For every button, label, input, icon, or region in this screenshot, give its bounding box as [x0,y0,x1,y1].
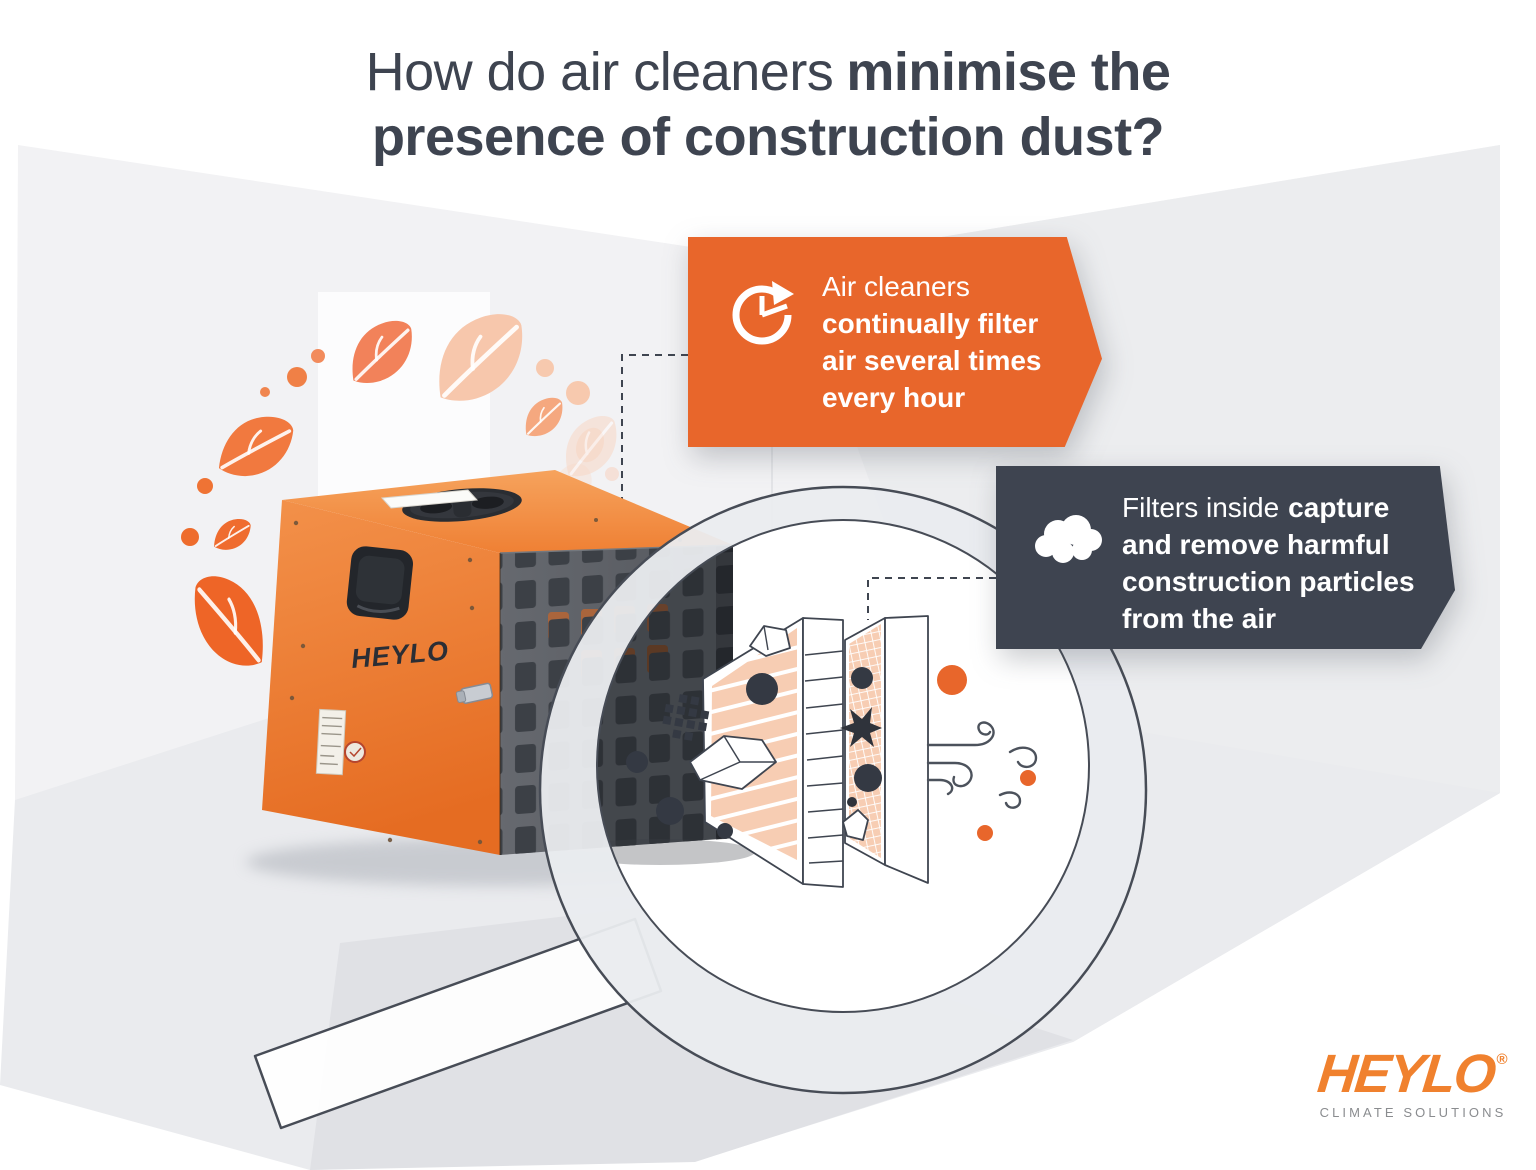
callout-filter-capture: Filters inside capture and remove harmful… [996,466,1455,649]
filter-pleat-lines [804,650,844,864]
callout-line: continually filter [822,308,1039,339]
callout-filter-frequency: Air cleaners continually filter air seve… [688,237,1102,447]
heylo-tagline: CLIMATE SOLUTIONS [1319,1105,1507,1120]
title-line-2: presence of construction dust? [371,107,1165,167]
machine-handle [346,546,413,620]
machine-screws [289,518,682,845]
title-bold: minimise the [846,42,1171,102]
callout-line-bold: capture [1288,492,1390,523]
magnifier-ring [538,485,1148,1095]
registered-mark: ® [1496,1051,1508,1068]
clock-refresh-icon [726,277,798,349]
callout-capture-text: Filters inside capture and remove harmful… [1122,489,1415,637]
callout-line: Filters inside capture [1122,489,1415,526]
callout-line: air several times [822,345,1042,376]
filter-illustration [626,615,1038,888]
callout-line: from the air [1122,603,1277,634]
machine-spec-sticker [315,708,347,776]
grille-through-lens [597,545,755,865]
callout-line: and remove harmful [1122,529,1390,560]
dust-cloud-icon [1030,506,1110,566]
dust-particles [626,625,882,841]
title-regular: How do air cleaners [365,42,834,102]
callout-frequency-text: Air cleaners continually filter air seve… [822,268,1042,416]
connector-frequency [621,354,688,505]
fine-filter [844,615,929,884]
callout-line: construction particles [1122,566,1415,597]
callout-line: every hour [822,382,966,413]
machine-latch [455,682,494,704]
heylo-wordmark: HEYLO® [1308,1044,1518,1104]
connector-capture [867,577,996,620]
clean-air-swirls [926,721,1038,809]
callout-line: Air cleaners [822,271,970,302]
clean-particles [937,665,1036,841]
machine-top-label [380,489,479,509]
callout-line-regular: Filters inside [1122,492,1280,523]
heylo-logo: HEYLO® CLIMATE SOLUTIONS [1308,1044,1518,1120]
machine-badge [344,741,366,763]
heylo-wordmark-text: HEYLO [1315,1044,1498,1104]
